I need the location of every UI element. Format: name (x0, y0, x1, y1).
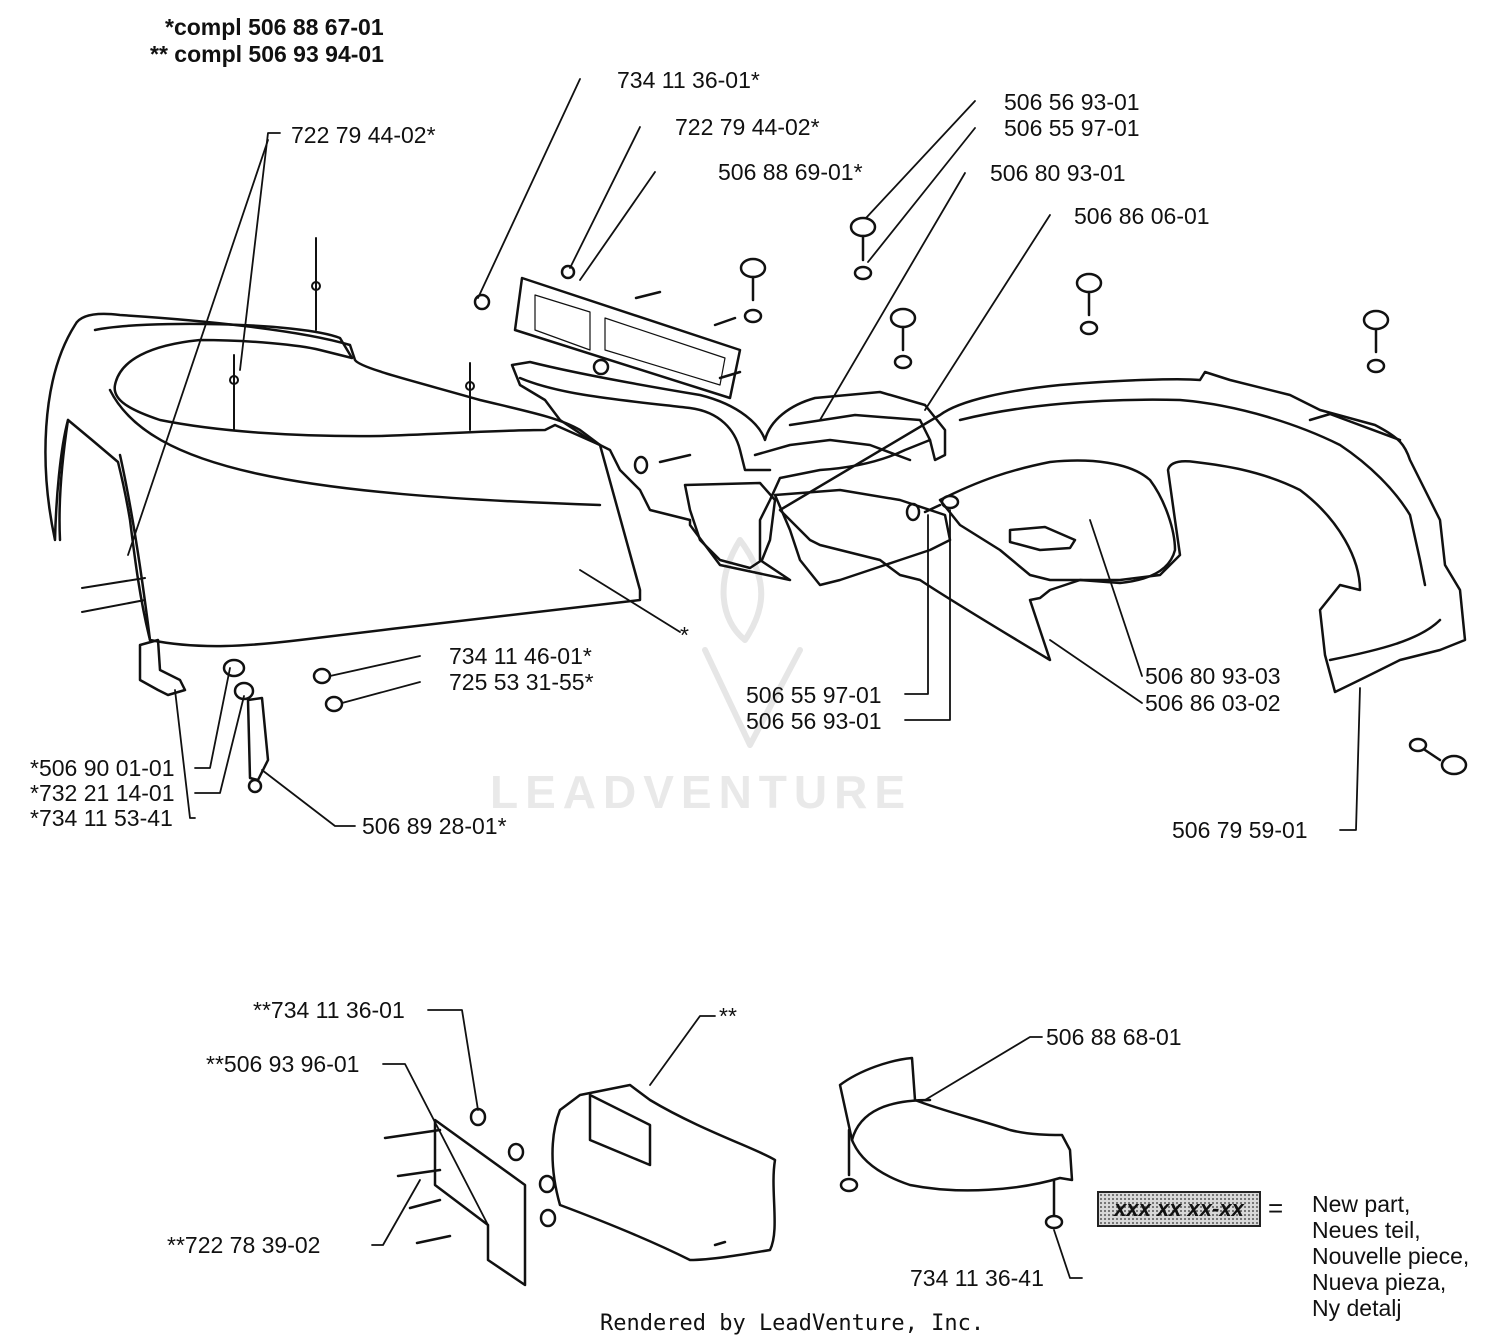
pocket-plates (683, 481, 952, 587)
part-label: 506 56 93-01 (746, 708, 882, 734)
legend-line: Nouvelle piece, (1312, 1243, 1470, 1269)
watermark-text: LEADVENTURE (490, 766, 913, 818)
part-label: 725 53 31-55* (449, 669, 594, 695)
part-label: *734 11 53-41 (30, 805, 173, 831)
seat-tray (938, 459, 1177, 585)
knob-screws (473, 216, 1468, 776)
part-label: 734 11 46-01* (449, 643, 592, 669)
part-label: **734 11 36-01 (253, 997, 405, 1023)
legend-line: Neues teil, (1312, 1217, 1421, 1243)
part-label: 722 79 44-02* (675, 114, 820, 140)
part-label: **506 93 96-01 (206, 1051, 360, 1077)
grille-panel (513, 276, 742, 400)
part-label: **722 78 39-02 (167, 1232, 321, 1258)
part-label: 722 79 44-02* (291, 122, 436, 148)
left-hood-shell (44, 312, 642, 648)
part-label: 734 11 36-41 (910, 1265, 1044, 1291)
sub-assembly-right (838, 1056, 1074, 1230)
footer-credit: Rendered by LeadVenture, Inc. (600, 1311, 985, 1336)
legend-equals: = (1268, 1193, 1284, 1223)
rivets-left (81, 237, 475, 613)
part-label: *506 90 01-01 (30, 755, 175, 781)
center-hood-shell (510, 360, 947, 582)
part-label: 506 86 03-02 (1145, 690, 1281, 716)
legend-line: Nueva pieza, (1312, 1269, 1447, 1295)
part-label: 506 89 28-01* (362, 813, 507, 839)
part-label: 506 79 59-01 (1172, 817, 1308, 843)
part-label: 506 88 68-01 (1046, 1024, 1182, 1050)
legend-line: Ny detalj (1312, 1295, 1402, 1321)
part-label: 506 80 93-01 (990, 160, 1126, 186)
part-label: 734 11 36-01* (617, 67, 760, 93)
right-fender (778, 370, 1467, 694)
part-label: 506 86 06-01 (1074, 203, 1210, 229)
part-label: ** (719, 1003, 737, 1029)
part-label: 506 88 69-01* (718, 159, 863, 185)
part-label: *732 21 14-01 (30, 780, 175, 806)
header-compl-1: *compl 506 88 67-01 (165, 14, 384, 40)
part-label: 506 55 97-01 (1004, 115, 1140, 141)
legend-meaning-list: New part, Neues teil, Nouvelle piece, Nu… (1312, 1191, 1469, 1321)
part-label: * (680, 622, 689, 648)
new-part-legend-sample: xxx xx xx-xx (1097, 1191, 1261, 1227)
header-compl-2: ** compl 506 93 94-01 (150, 41, 384, 67)
part-label: 506 80 93-03 (1145, 663, 1281, 689)
part-label: 506 55 97-01 (746, 682, 882, 708)
leader-lines (127, 78, 1361, 831)
legend-line: New part, (1312, 1191, 1411, 1217)
part-label: 506 56 93-01 (1004, 89, 1140, 115)
leader-lines-bottom (371, 1009, 1083, 1279)
sub-assembly-left (383, 1083, 777, 1287)
